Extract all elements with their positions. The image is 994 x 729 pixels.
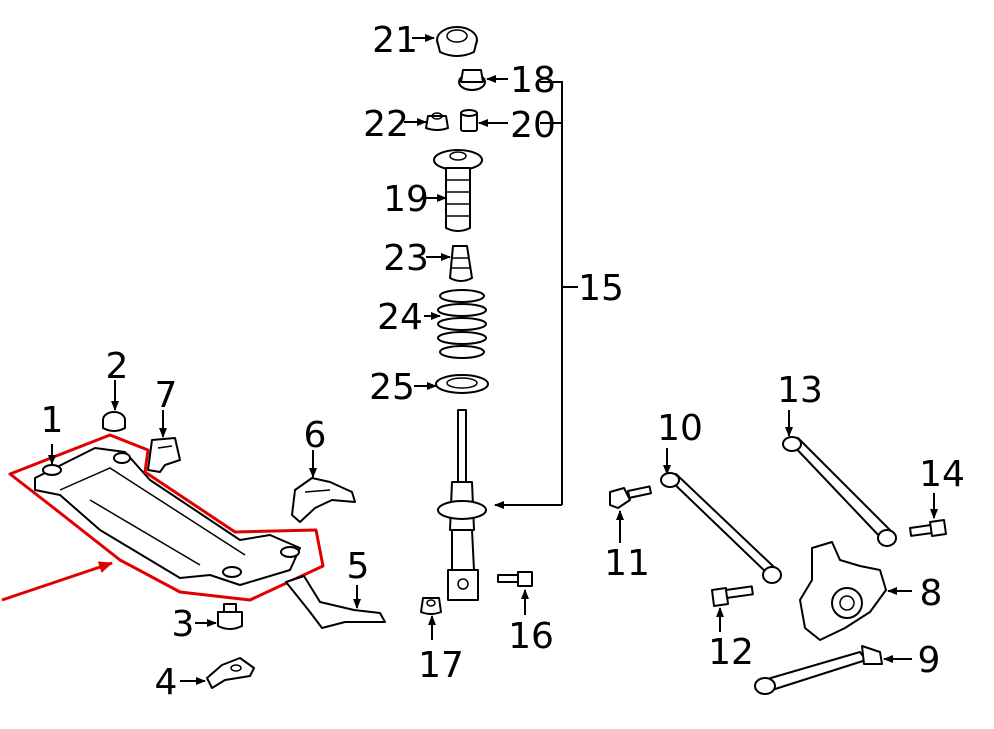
shock-absorber-strut[interactable] — [437, 409, 487, 601]
mount-part-2[interactable] — [102, 411, 126, 432]
callout-7: 7 — [155, 375, 178, 416]
coil-spring-part-24[interactable] — [437, 289, 487, 359]
callout-14: 14 — [919, 454, 965, 495]
strut-mount-part-21[interactable] — [436, 26, 478, 57]
spacer-part-20[interactable] — [460, 109, 478, 132]
callout-19: 19 — [383, 179, 429, 220]
bracket-part-5[interactable] — [285, 575, 386, 629]
nut-part-18[interactable] — [458, 69, 486, 91]
callout-2: 2 — [106, 346, 129, 387]
bolt-part-11[interactable] — [609, 485, 652, 509]
crossmember-highlight-outline — [8, 433, 325, 602]
callout-15: 15 — [578, 268, 624, 309]
spring-seat-part-25[interactable] — [435, 374, 489, 394]
bolt-part-14[interactable] — [909, 519, 947, 537]
callout-22: 22 — [363, 104, 409, 145]
callout-24: 24 — [377, 297, 423, 338]
callout-21: 21 — [372, 20, 418, 61]
control-arm-part-13[interactable] — [782, 436, 897, 547]
callout-6: 6 — [304, 415, 327, 456]
bracket-part-7[interactable] — [147, 437, 181, 473]
callout-20: 20 — [510, 105, 556, 146]
callout-4: 4 — [155, 662, 178, 703]
lateral-link-part-9[interactable] — [754, 645, 883, 695]
callout-5: 5 — [347, 546, 370, 587]
bolt-part-12[interactable] — [711, 585, 754, 607]
callout-3: 3 — [172, 604, 195, 645]
callout-11: 11 — [604, 543, 650, 584]
callout-25: 25 — [369, 367, 415, 408]
callout-23: 23 — [383, 238, 429, 279]
control-arm-part-10[interactable] — [660, 472, 782, 584]
crossmember-part-1[interactable] — [8, 433, 325, 602]
callout-17: 17 — [418, 645, 464, 686]
knuckle-part-8[interactable] — [799, 541, 887, 641]
bracket-part-4[interactable] — [206, 657, 255, 689]
bump-stop-part-23[interactable] — [449, 245, 473, 282]
red-pointer-arrow — [1, 561, 113, 602]
callout-10: 10 — [657, 408, 703, 449]
nut-part-22[interactable] — [425, 112, 449, 131]
bolt-part-16[interactable] — [497, 571, 533, 587]
callout-13: 13 — [777, 370, 823, 411]
upper-support-part-19[interactable] — [433, 149, 483, 232]
callout-8: 8 — [920, 573, 943, 614]
callout-16: 16 — [508, 616, 554, 657]
bracket-part-6[interactable] — [291, 477, 356, 523]
nut-part-17[interactable] — [420, 597, 442, 615]
callout-12: 12 — [708, 632, 754, 673]
callout-1: 1 — [41, 400, 64, 441]
bushing-part-3[interactable] — [217, 603, 243, 630]
callout-9: 9 — [918, 640, 941, 681]
callout-18: 18 — [510, 60, 556, 101]
